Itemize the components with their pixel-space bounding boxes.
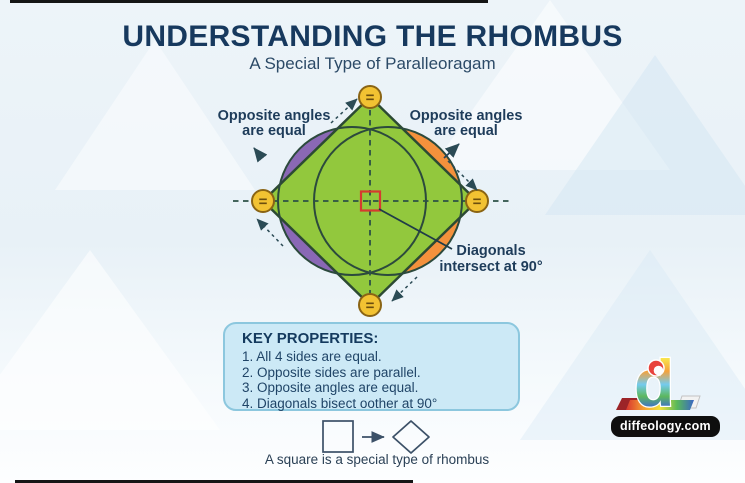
key-property-item: 3. Opposite angles are equal. [242, 380, 419, 396]
key-property-item: 1. All 4 sides are equal. [242, 349, 382, 364]
dashed-arrow-bottom-vertex [391, 276, 418, 302]
square-note-caption: A square is a special type of rhombus [264, 452, 490, 467]
label-line: are equal [434, 122, 498, 139]
label-line: Opposite angles [409, 108, 523, 124]
key-properties-heading: KEY PROPERTIES: [242, 330, 379, 347]
vertex-marker-left: = [251, 189, 275, 213]
equal-symbol: = [259, 194, 268, 211]
logo-letter-d: d [634, 346, 674, 416]
key-property-item: 2. Opposite sides are parallel. [242, 364, 421, 380]
equal-symbol: = [473, 194, 482, 211]
diffeology-logo: d [616, 346, 701, 416]
vertex-marker-top: = [358, 85, 382, 109]
square-shape [322, 420, 354, 453]
bottom-edge-bar [15, 480, 413, 483]
watermark-site-pill: diffeology.com [611, 416, 720, 437]
top-edge-bar [10, 0, 488, 3]
vertex-marker-right: = [465, 189, 489, 213]
label-diagonals-intersect: Diagonals intersect at 90° [427, 243, 555, 275]
label-line: intersect at 90° [439, 259, 543, 275]
left-label-arrow [253, 147, 268, 163]
diamond-shape [392, 420, 430, 454]
logo-ball-highlight [653, 365, 664, 376]
equal-symbol: = [366, 298, 375, 315]
key-properties-box: KEY PROPERTIES: 1. All 4 sides are equal… [223, 322, 520, 411]
label-line: Diagonals [456, 243, 526, 259]
dashed-arrow-right-vertex [447, 160, 478, 191]
key-property-item: 4. Diagonals bisect oother at 90° [242, 395, 438, 411]
diagonals-pointer-line [378, 208, 453, 250]
label-opposite-angles-right: Opposite angles are equal [405, 109, 527, 138]
vertex-marker-bottom: = [358, 293, 382, 317]
label-line: Opposite angles [217, 108, 331, 124]
dashed-arrow-left-vertex [256, 218, 284, 247]
right-label-arrow [443, 143, 460, 159]
equal-symbol: = [366, 90, 375, 107]
center-right-angle-square [359, 190, 382, 212]
label-opposite-angles-left: Opposite angles are equal [213, 109, 335, 138]
logo-base-rainbow [626, 400, 694, 410]
page-subtitle: A Special Type of Paralleoragam [249, 54, 496, 73]
page-title: UNDERSTANDING THE RHOMBUS [122, 20, 623, 53]
label-line: are equal [242, 122, 306, 139]
